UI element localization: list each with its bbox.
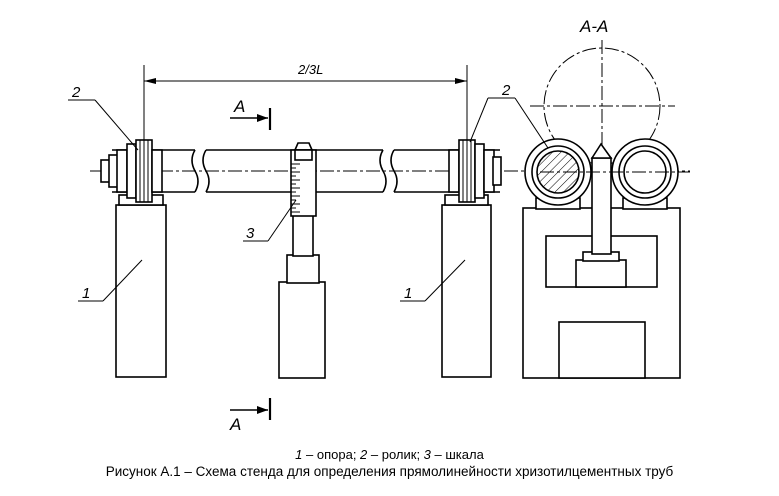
section-marker-top-label: A [233, 97, 245, 116]
legend: 1 – опора; 2 – ролик; 3 – шкала [0, 447, 779, 463]
measuring-post [278, 214, 326, 379]
section-marker-bottom [230, 398, 272, 420]
callout-lines [68, 97, 549, 302]
legend-item: 2 – ролик; [360, 447, 424, 462]
left-roller [100, 139, 163, 203]
figure-caption: Рисунок А.1 – Схема стенда для определен… [105, 464, 674, 479]
legend-item: 1 – опора; [295, 447, 360, 462]
callout-support-left: 1 [82, 285, 90, 302]
section-view [522, 40, 690, 379]
measuring-scale [290, 142, 317, 217]
callout-support-right: 1 [404, 285, 412, 302]
legend-item-number: 1 [295, 447, 303, 462]
legend-item-number: 3 [423, 447, 431, 462]
left-support [115, 194, 167, 378]
right-support [441, 194, 492, 378]
legend-item: 3 – шкала [424, 447, 484, 462]
right-roller [448, 139, 502, 203]
section-marker-top [230, 108, 272, 130]
stand-diagram: 2/3L A A А-А 2 2 3 1 1 [68, 17, 690, 430]
section-marker-bottom-label: A [229, 415, 241, 430]
section-view-title: А-А [579, 17, 608, 36]
callout-roller-left: 2 [71, 84, 81, 101]
callout-scale: 3 [246, 225, 255, 242]
legend-item-text: – опора; [302, 447, 361, 462]
dimension-line [143, 65, 468, 140]
dimension-label: 2/3L [297, 62, 323, 77]
legend-item-number: 2 [360, 447, 368, 462]
legend-item-text: – шкала [430, 447, 484, 462]
legend-item-text: – ролик; [367, 447, 424, 462]
callout-roller-right: 2 [501, 82, 511, 99]
